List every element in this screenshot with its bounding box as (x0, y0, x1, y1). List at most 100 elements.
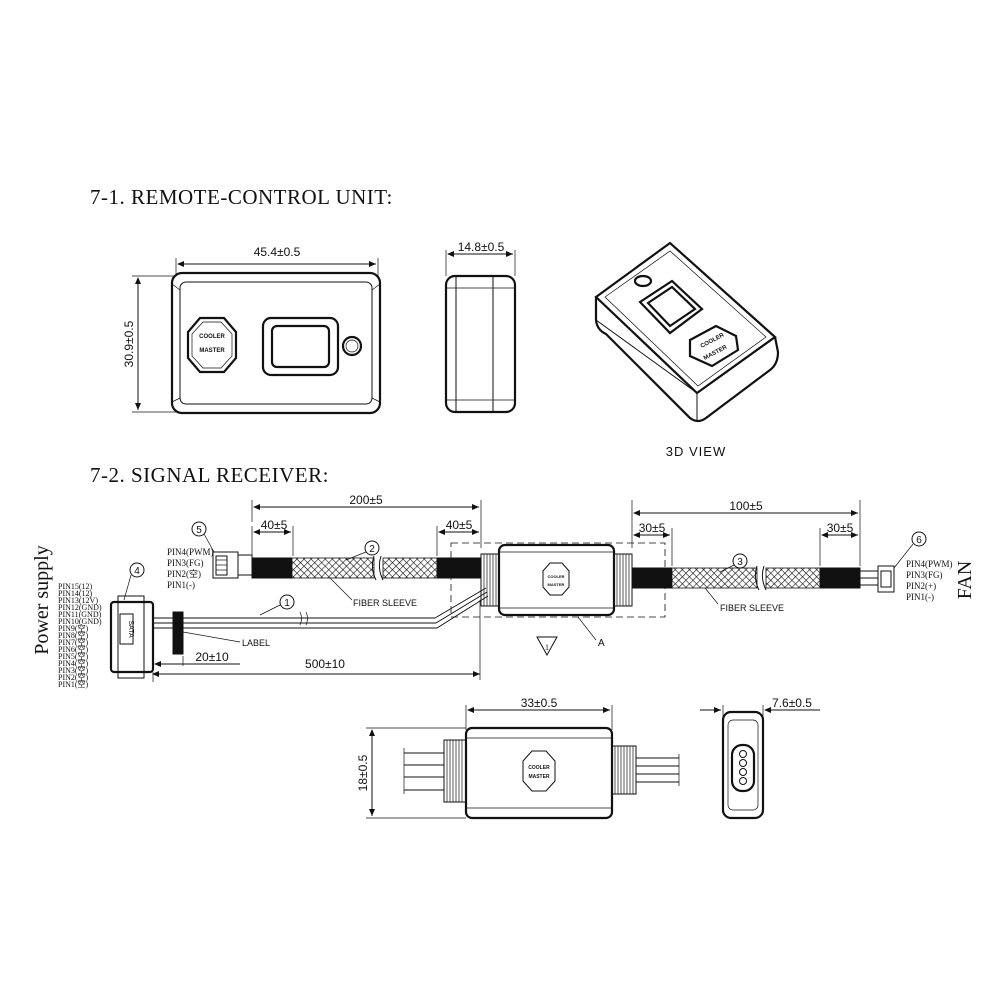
receiver-section-title: 7-2. SIGNAL RECEIVER: (90, 463, 329, 487)
fan-label: FAN (954, 561, 976, 600)
pin-hole-icon (739, 759, 747, 767)
svg-text:PIN3(FG): PIN3(FG) (167, 558, 204, 568)
receiver-body: COOLER MASTER (480, 543, 633, 617)
sata-pin: PIN5(空) (58, 651, 89, 661)
remote-button-outer (261, 316, 340, 377)
svg-text:1: 1 (545, 643, 549, 652)
pin-hole-icon (739, 768, 747, 776)
svg-text:PIN3(FG): PIN3(FG) (906, 570, 943, 580)
dim-30-right: 30±5 (827, 521, 854, 535)
svg-text:MASTER: MASTER (199, 348, 225, 354)
wire-label-band (172, 611, 184, 655)
svg-text:PIN4(PWM): PIN4(PWM) (167, 547, 214, 557)
svg-text:MASTER: MASTER (548, 582, 565, 587)
fiber-sleeve-right (671, 567, 758, 589)
power-supply-label: Power supply (31, 545, 53, 654)
label-callout-text: LABEL (242, 638, 270, 648)
fiber-sleeve-left-label: FIBER SLEEVE (353, 598, 417, 608)
remote-led-icon (341, 335, 363, 357)
detail-a-label: A (598, 638, 605, 649)
pin-hole-icon (739, 777, 747, 785)
body-depth-dimension: 7.6±0.5 (772, 696, 812, 710)
svg-text:COOLER: COOLER (199, 334, 225, 340)
svg-text:COOLER: COOLER (547, 574, 564, 579)
callout-5 (191, 521, 207, 537)
svg-text:1: 1 (284, 598, 290, 609)
heat-shrink-right (436, 557, 482, 579)
body-height-dimension: 18±0.5 (356, 754, 370, 791)
remote-depth-dimension: 14.8±0.5 (458, 240, 505, 254)
remote-3d-view: COOLER MASTER 3D VIEW (594, 241, 780, 459)
svg-text:PIN1(-): PIN1(-) (906, 592, 934, 602)
body-width-dimension: 33±0.5 (521, 696, 558, 710)
fan-connector-left (212, 551, 253, 579)
heat-shrink-left (251, 557, 293, 579)
power-wires: LABEL (153, 587, 489, 655)
svg-text:4: 4 (134, 566, 140, 577)
remote-width-dimension: 45.4±0.5 (254, 245, 301, 259)
sata-pin: PIN10(GND) (58, 617, 102, 626)
sata-pin: PIN2(空) (58, 672, 89, 682)
right-cable (631, 565, 878, 591)
remote-height-dimension: 30.9±0.5 (122, 320, 136, 367)
right-pin-labels: PIN4(PWM) PIN3(FG) PIN2(+) PIN1(-) (906, 559, 953, 602)
dim-40-right: 40±5 (446, 518, 473, 532)
left-cable (251, 555, 482, 581)
callout-6 (911, 531, 927, 547)
sata-pin: PIN6(空) (58, 644, 89, 654)
svg-text:5: 5 (196, 525, 202, 536)
sata-pin: PIN11(GND) (58, 610, 102, 619)
svg-text:MASTER: MASTER (528, 774, 550, 780)
sata-pin: PIN15(12) (58, 582, 93, 591)
fiber-sleeve-right-label: FIBER SLEEVE (720, 603, 784, 613)
lanyard-hole-icon (633, 274, 653, 288)
remote-side-view: 14.8±0.5 (444, 240, 517, 414)
sata-pin: PIN13(12V) (58, 596, 98, 605)
fan-connector-right (877, 565, 895, 593)
svg-text:PIN1(-): PIN1(-) (167, 580, 195, 590)
sata-pin: PIN8(空) (58, 630, 89, 640)
dim-20: 20±10 (195, 650, 229, 664)
3d-view-label: 3D VIEW (666, 444, 726, 459)
svg-text:2: 2 (369, 544, 375, 555)
callout-2 (364, 540, 380, 556)
side-port-outline (730, 743, 756, 793)
remote-button-inner (270, 324, 331, 369)
dim-100: 100±5 (729, 499, 763, 513)
callout-4 (129, 562, 145, 578)
remote-3d-button (638, 279, 704, 335)
dim-30-left: 30±5 (639, 521, 666, 535)
receiver-logo: COOLER MASTER (542, 562, 570, 596)
sata-tag: SATA (127, 620, 134, 638)
dim-500: 500±10 (305, 657, 345, 671)
remote-section-title: 7-1. REMOTE-CONTROL UNIT: (90, 185, 393, 209)
sata-pin: PIN14(12) (58, 589, 93, 598)
svg-text:6: 6 (916, 535, 922, 546)
dim-200: 200±5 (349, 493, 383, 507)
callout-1 (279, 594, 295, 610)
pin-hole-icon (739, 750, 747, 758)
svg-text:3: 3 (737, 557, 743, 568)
sata-pin: PIN1(空) (58, 679, 89, 689)
receiver-detail-side: 7.6±0.5 (700, 696, 820, 820)
receiver-detail-logo: COOLER MASTER (522, 750, 556, 792)
warning-triangle-icon (536, 636, 558, 657)
sata-pin-list: PIN15(12) PIN14(12) PIN13(12V) PIN12(GND… (58, 582, 102, 689)
svg-text:PIN2(+): PIN2(+) (906, 581, 936, 591)
svg-text:PIN2(空): PIN2(空) (167, 568, 201, 579)
sata-pin: PIN7(空) (58, 637, 89, 647)
cooler-master-logo: COOLER MASTER (186, 316, 238, 374)
svg-text:COOLER: COOLER (528, 765, 550, 771)
cooler-master-3d-logo: COOLER MASTER (688, 324, 740, 368)
sata-pin: PIN3(空) (58, 665, 89, 675)
remote-front-view: 45.4±0.5 30.9±0.5 COOLER MASTER (122, 245, 382, 415)
sata-pin: PIN9(空) (58, 623, 89, 633)
svg-text:PIN4(PWM): PIN4(PWM) (906, 559, 953, 569)
sata-connector: SATA (109, 595, 155, 679)
dim-40-left: 40±5 (261, 518, 288, 532)
left-pin-labels: PIN4(PWM) PIN3(FG) PIN2(空) PIN1(-) (167, 547, 214, 590)
callout-3 (732, 553, 748, 569)
detail-a-box (450, 542, 666, 618)
